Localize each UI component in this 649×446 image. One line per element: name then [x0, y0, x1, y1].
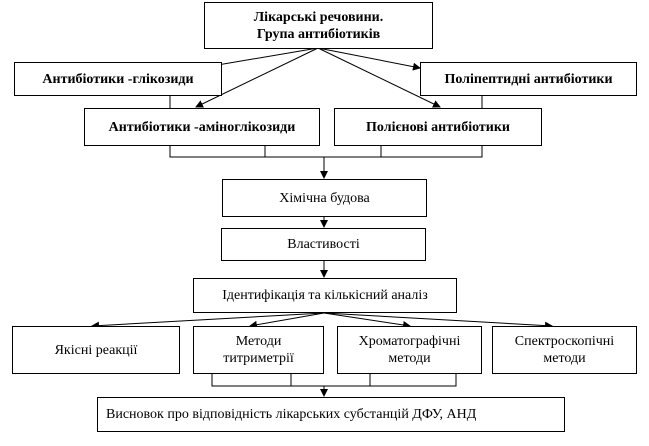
- properties-box: Властивості: [221, 228, 426, 261]
- arrow-to-titrimetry: [249, 312, 325, 329]
- arrow-to-spectroscopy: [323, 312, 553, 330]
- arrow-top-to-aminoglycosides: [195, 47, 319, 108]
- properties-label: Властивості: [287, 237, 360, 252]
- titrimetry-box: Методи титриметрії: [193, 326, 324, 374]
- line-methods-join-right: [369, 374, 457, 387]
- titrimetry-line1: Методи: [235, 334, 282, 349]
- aminoglycosides-box: Антибіотики -аміноглікозиди: [84, 108, 320, 146]
- chromatography-line2: методи: [388, 351, 431, 366]
- arrow-top-to-polypeptides: [317, 47, 421, 71]
- qualitative-box: Якісні реакції: [12, 326, 180, 374]
- top-title-line2: Група антибіотиків: [256, 26, 381, 42]
- identification-box: Ідентифікація та кількісний аналіз: [193, 278, 457, 313]
- glycosides-label: Антибіотики -глікозиди: [42, 71, 194, 87]
- chromatography-line1: Хроматографічні: [358, 334, 461, 349]
- polyenes-label: Полієнові антибіотики: [366, 119, 510, 135]
- identification-label: Ідентифікація та кількісний аналіз: [222, 288, 428, 303]
- line-polypeptides-down: [324, 79, 483, 158]
- spectroscopy-box: Спектроскопічні методи: [492, 326, 637, 374]
- line-glycosides-down: [169, 79, 324, 158]
- polyenes-box: Полієнові антибіотики: [334, 108, 542, 146]
- polypeptides-box: Поліпептидні антибіотики: [420, 62, 637, 96]
- titrimetry-line2: титриметрії: [223, 351, 294, 366]
- qualitative-label: Якісні реакції: [54, 342, 138, 358]
- top-title-line1: Лікарські речовини.: [253, 9, 384, 25]
- structure-box: Хімічна будова: [222, 179, 427, 217]
- line-methods-join-left: [211, 374, 292, 387]
- chromatography-box: Хроматографічні методи: [337, 326, 482, 374]
- spectroscopy-line2: методи: [543, 351, 586, 366]
- arrow-to-chromatography: [323, 312, 411, 329]
- polypeptides-label: Поліпептидні антибіотики: [444, 71, 613, 87]
- antibiotics-group-box: Лікарські речовини. Група антибіотиків: [204, 2, 433, 49]
- glycosides-box: Антибіотики -глікозиди: [14, 62, 222, 96]
- conclusion-label: Висновок про відповідність лікарських су…: [106, 407, 477, 422]
- aminoglycosides-label: Антибіотики -аміноглікозиди: [108, 119, 296, 135]
- conclusion-box: Висновок про відповідність лікарських су…: [97, 397, 565, 432]
- arrow-top-to-polyenes: [317, 47, 441, 108]
- structure-label: Хімічна будова: [279, 190, 370, 206]
- arrow-to-qualitative: [91, 312, 325, 330]
- spectroscopy-line1: Спектроскопічні: [514, 334, 615, 349]
